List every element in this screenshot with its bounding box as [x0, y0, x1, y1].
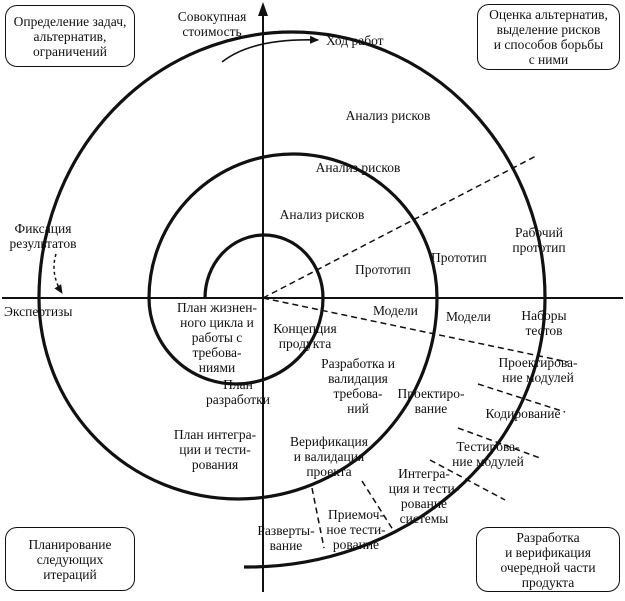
integration-plan-label-line: План интегра-	[174, 427, 257, 442]
working-prototype-label-line: прототип	[512, 240, 565, 255]
vertical-axis-arrow	[258, 2, 268, 16]
expertise-label-line: Экспертизы	[4, 304, 72, 319]
stage-boundaries	[262, 155, 569, 549]
acceptance-testing-label-line: Приемоч-	[328, 507, 384, 522]
axis-cost-label-line: Совокупная	[178, 9, 247, 24]
design-label-line: вание	[415, 401, 448, 416]
prototype-label-1-line: Прототип	[355, 262, 411, 277]
prototype-label-1: Прототип	[355, 262, 411, 277]
fixation-label-line: результатов	[9, 236, 76, 251]
acceptance-testing-label-line: ное тести-	[326, 522, 386, 537]
verification-label-line: и валидация	[294, 449, 364, 464]
module-design-label-line: Проектирова-	[498, 355, 578, 370]
lifecycle-plan-label-line: ниями	[199, 360, 235, 375]
acceptance-testing-label-line: рование	[333, 537, 379, 552]
acceptance-testing-label: Приемоч-ное тести-рование	[326, 507, 386, 552]
system-integration-label-line: рование	[401, 496, 447, 511]
spiral-curve	[37, 30, 547, 569]
working-prototype-label-line: Рабочий	[515, 225, 563, 240]
box-bottom-right: Разработка и верификация очередной части…	[476, 527, 620, 592]
verification-label-line: проекта	[306, 464, 351, 479]
box-top-left: Определение задач, альтернатив, ограниче…	[5, 5, 135, 67]
risk-analysis-label-inner: Анализ рисков	[280, 207, 365, 222]
progress-arrow	[221, 35, 319, 63]
models-label-1-line: Модели	[373, 303, 418, 318]
coding-label-line: Кодирование	[486, 406, 561, 421]
risk-analysis-label-middle-line: Анализ рисков	[316, 160, 401, 175]
boundary-integration	[361, 480, 396, 534]
system-integration-label-line: системы	[400, 511, 449, 526]
design-label: Проектиро-вание	[398, 386, 465, 416]
progress-label: Ход работ	[326, 33, 384, 48]
fixation-label-line: Фиксация	[15, 221, 72, 236]
system-integration-label-line: ция и тести-	[389, 481, 460, 496]
coding-label: Кодирование	[486, 406, 561, 421]
integration-plan-label-line: рования	[192, 457, 238, 472]
lifecycle-plan-label-line: требова-	[192, 345, 242, 360]
module-testing-label-line: ние модулей	[452, 454, 524, 469]
requirements-label-line: валидация	[328, 371, 388, 386]
lifecycle-plan-label-line: работы с	[192, 330, 243, 345]
system-integration-label-line: Интегра-	[398, 466, 450, 481]
module-testing-label: Тестирова-ние модулей	[452, 439, 524, 469]
boundary-coding	[457, 427, 541, 459]
risk-analysis-label-outer-line: Анализ рисков	[346, 108, 431, 123]
prototype-label-2-line: Прототип	[431, 250, 487, 265]
integration-plan-label-line: ции и тести-	[179, 442, 251, 457]
deployment-label-line: вание	[270, 538, 303, 553]
module-design-label: Проектирова-ние модулей	[498, 355, 578, 385]
boundary-module-testing	[429, 459, 506, 501]
deployment-label-line: Разверты-	[257, 523, 315, 538]
models-boundary	[262, 297, 569, 363]
development-plan-label-line: План	[223, 377, 253, 392]
product-concept-label-line: Концепция	[273, 321, 336, 336]
expertise-label: Экспертизы	[4, 304, 72, 319]
risk-analysis-label-inner-line: Анализ рисков	[280, 207, 365, 222]
box-bottom-left: Планирование следующих итераций	[5, 527, 135, 591]
prototype-boundary	[262, 155, 537, 299]
integration-plan-label: План интегра-ции и тести-рования	[174, 427, 257, 472]
lifecycle-plan-label-line: ного цикла и	[180, 315, 254, 330]
models-label-2-line: Модели	[446, 309, 491, 324]
risk-analysis-label-outer: Анализ рисков	[346, 108, 431, 123]
fixation-arrow	[53, 253, 63, 294]
progress-label-line: Ход работ	[326, 33, 384, 48]
verification-label-line: Верификация	[290, 434, 368, 449]
prototype-label-2: Прототип	[431, 250, 487, 265]
models-label-2: Модели	[446, 309, 491, 324]
risk-analysis-label-middle: Анализ рисков	[316, 160, 401, 175]
test-sets-label-line: Наборы	[521, 308, 566, 323]
axis-cost-label-line: стоимость	[182, 24, 241, 39]
product-concept-label-line: продукта	[279, 336, 331, 351]
boundary-acceptance	[311, 487, 325, 549]
module-testing-label-line: Тестирова-	[456, 439, 520, 454]
lifecycle-plan-label-line: План жизнен-	[177, 300, 257, 315]
deployment-label: Разверты-вание	[257, 523, 315, 553]
requirements-label-line: Разработка и	[321, 356, 395, 371]
boundary-module-design	[477, 383, 566, 413]
development-plan-label-line: разработки	[206, 392, 270, 407]
test-sets-label-line: тестов	[525, 323, 562, 338]
models-label-1: Модели	[373, 303, 418, 318]
design-label-line: Проектиро-	[398, 386, 465, 401]
requirements-label-line: требова-	[333, 386, 383, 401]
module-design-label-line: ние модулей	[502, 370, 574, 385]
box-top-right: Оценка альтернатив, выделение рисков и с…	[477, 4, 620, 70]
requirements-label-line: ний	[347, 401, 369, 416]
